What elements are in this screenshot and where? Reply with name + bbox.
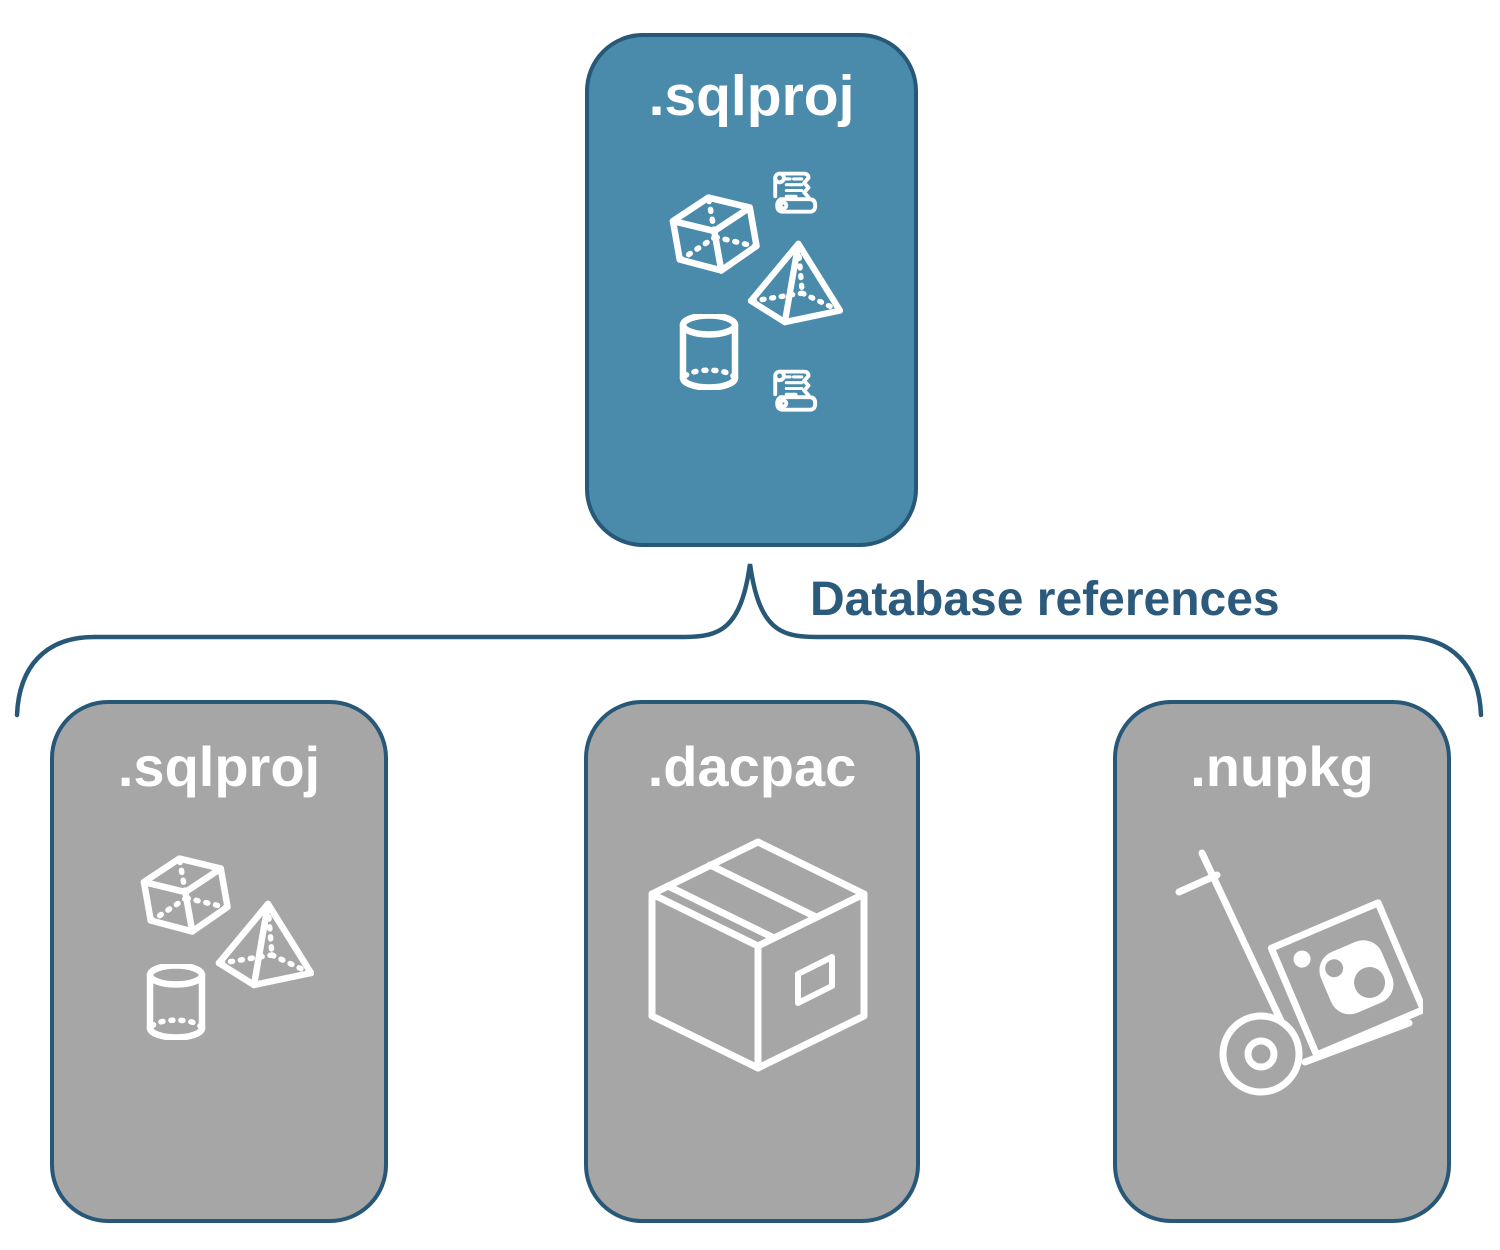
cube-icon [140, 855, 231, 935]
pyramid-icon [215, 900, 314, 989]
child-box-label: .dacpac [647, 735, 857, 798]
child-box-label: .nupkg [1190, 735, 1374, 798]
cylinder-icon [146, 964, 206, 1040]
pyramid-icon [747, 240, 843, 326]
scroll-icon [773, 369, 818, 412]
child-box-nupkg: .nupkg [1113, 700, 1451, 1223]
root-box-sqlproj: .sqlproj [585, 33, 918, 547]
cube-icon [669, 194, 760, 274]
package-box-icon [648, 838, 868, 1072]
cylinder-icon [679, 314, 739, 390]
child-box-dacpac: .dacpac [584, 700, 920, 1223]
child-box-label: .sqlproj [117, 735, 321, 798]
scroll-icon [773, 171, 818, 214]
nuget-handtruck-icon [1175, 849, 1423, 1096]
child-box-sqlproj: .sqlproj [50, 700, 388, 1223]
connector-label: Database references [810, 573, 1280, 626]
root-box-label: .sqlproj [648, 64, 855, 128]
